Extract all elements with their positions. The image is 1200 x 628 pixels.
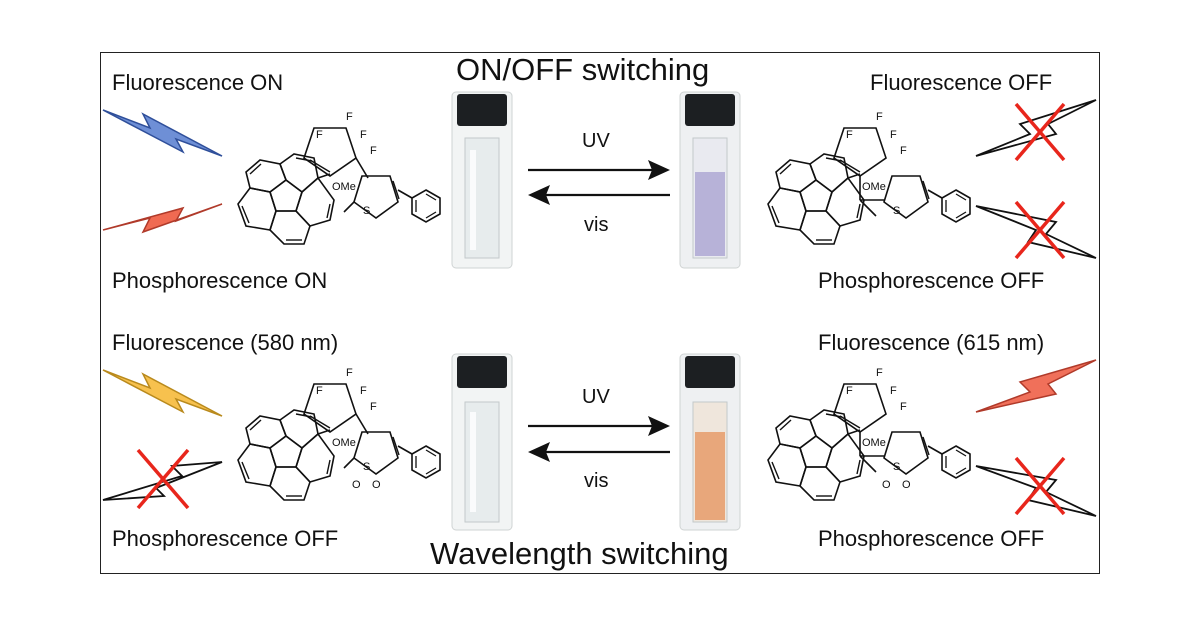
atom-o: O [902, 479, 911, 491]
fluorescence-blue-bolt-icon [102, 109, 223, 157]
label-phosphorescence-off-top: Phosphorescence OFF [818, 268, 1045, 293]
cross-line [1014, 200, 1066, 260]
label-fluorescence-off: Fluorescence OFF [870, 70, 1053, 95]
atom-f: F [360, 385, 367, 397]
molecule-closed-thiophene [767, 127, 971, 245]
vial-purple-top [679, 91, 741, 269]
atom-f: F [876, 111, 883, 123]
atom-f: F [316, 129, 323, 141]
molecule-open-thiophene [237, 127, 441, 245]
label-fluorescence-on: Fluorescence ON [112, 70, 284, 95]
atom-f: F [890, 385, 897, 397]
forward-arrow-bottom-icon [528, 416, 670, 436]
atom-o: O [352, 479, 361, 491]
forward-arrow-top-icon [528, 160, 670, 180]
fluorescence-615-bolt-icon [975, 359, 1097, 413]
atom-f: F [360, 129, 367, 141]
atom-o: O [882, 479, 891, 491]
atom-s: S [363, 461, 370, 473]
atom-f: F [316, 385, 323, 397]
bolt-path [102, 109, 223, 157]
vial-colorless-top [451, 91, 513, 269]
vial-orange-bottom [679, 353, 741, 531]
atom-ome: OMe [862, 437, 886, 449]
label-phosphorescence-on: Phosphorescence ON [112, 268, 328, 293]
fluorescence-580-bolt-icon [102, 369, 223, 417]
atom-f: F [900, 401, 907, 413]
label-phosphorescence-off-bottom-right: Phosphorescence OFF [818, 526, 1045, 551]
atom-f: F [370, 145, 377, 157]
atom-o: O [372, 479, 381, 491]
label-uv-top: UV [582, 130, 610, 152]
label-uv-bottom: UV [582, 386, 610, 408]
atom-f: F [876, 367, 883, 379]
heading-wavelength-switching: Wavelength switching [430, 536, 729, 571]
vial-colorless-bottom [451, 353, 513, 531]
reverse-arrow-bottom-icon [528, 442, 670, 462]
cross-line [136, 448, 190, 510]
atom-f: F [346, 367, 353, 379]
phosphorescence-off-bolt-icon [975, 200, 1097, 260]
label-fluorescence-615: Fluorescence (615 nm) [818, 330, 1045, 355]
fluorescence-off-bolt-icon [975, 99, 1097, 162]
atom-s: S [893, 461, 900, 473]
atom-f: F [370, 401, 377, 413]
phosphorescence-red-bolt-icon [102, 203, 223, 234]
label-phosphorescence-off-bottom-left: Phosphorescence OFF [112, 526, 339, 551]
label-vis-top: vis [584, 214, 609, 236]
phosphorescence-off-bolt-right-icon [975, 456, 1097, 517]
atom-ome: OMe [862, 181, 886, 193]
cross-line [1014, 102, 1066, 162]
molecule-closed-sulfone [767, 383, 971, 501]
cross-line [1014, 456, 1066, 516]
atom-f: F [900, 145, 907, 157]
atom-ome: OMe [332, 437, 356, 449]
label-vis-bottom: vis [584, 470, 609, 492]
atom-s: S [893, 205, 900, 217]
atom-labels: F F F F OMe S F F F F OMe S F F F F OMe … [316, 111, 911, 491]
atom-s: S [363, 205, 370, 217]
atom-ome: OMe [332, 181, 356, 193]
label-fluorescence-580: Fluorescence (580 nm) [112, 330, 339, 355]
atom-f: F [890, 129, 897, 141]
figure-frame [100, 52, 1100, 574]
atom-f: F [846, 385, 853, 397]
atom-f: F [346, 111, 353, 123]
reverse-arrow-top-icon [528, 185, 670, 205]
molecule-open-sulfone [237, 383, 441, 501]
atom-f: F [846, 129, 853, 141]
phosphorescence-off-bolt-left-icon [102, 448, 223, 510]
heading-onoff-switching: ON/OFF switching [456, 52, 710, 87]
